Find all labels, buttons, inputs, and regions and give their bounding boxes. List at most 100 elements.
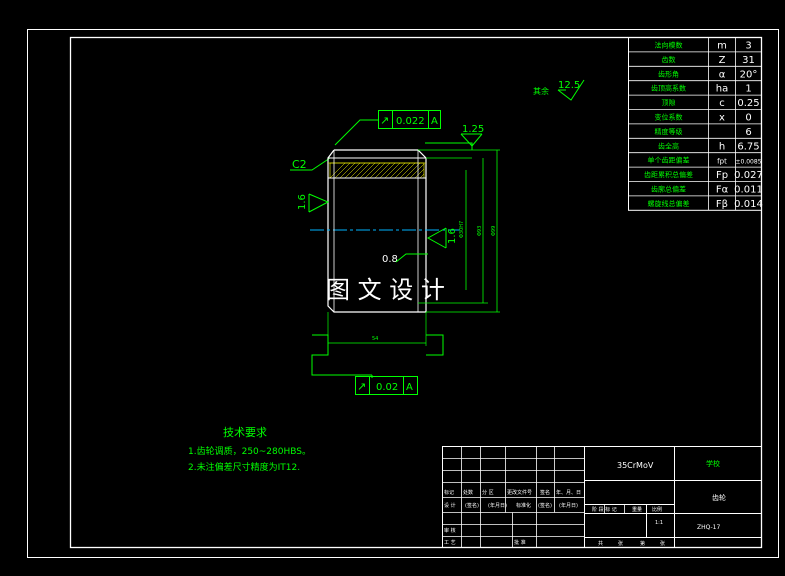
chamfer-annotation: C2 (290, 157, 331, 171)
tb-header-3: 更改文件号 (507, 489, 532, 496)
dim-outer: Φ99 (491, 226, 497, 236)
roughness-other: 其余 12.5 (533, 79, 585, 101)
tb-drawing-no: ZHQ-17 (697, 524, 720, 531)
roughness-top-value: 1.25 (462, 124, 484, 135)
gear-param-value: 0.027 (734, 170, 763, 181)
gear-param-value: 6 (745, 127, 751, 138)
roughness-top: 1.25 (425, 124, 484, 150)
gear-param-value: 31 (742, 55, 755, 66)
outer-frame (27, 29, 779, 558)
gear-param-name: 变位系数 (655, 113, 683, 122)
tech-requirements: 技术要求 1.齿轮调质，250~280HBS。 2.未注偏差尺寸精度为IT12. (188, 426, 311, 473)
watermark: 图 文 设 计 (326, 276, 445, 304)
dim-width: 54 (372, 336, 378, 342)
inner-frame (69, 36, 763, 549)
tb-header-0: 标记 (444, 489, 454, 496)
chamfer-label: C2 (292, 158, 307, 171)
gear-param-symbol: α (719, 69, 726, 80)
bore-dim-value: 0.8 (382, 254, 398, 265)
gear-param-value: 0 (745, 113, 751, 124)
tb-part-name: 齿轮 (712, 493, 726, 502)
gear-param-value: 0.011 (734, 185, 763, 196)
gear-param-name: 齿距累积总偏差 (644, 170, 693, 179)
gear-param-value: 3 (745, 41, 751, 52)
dim-inner: Φ30H7 (459, 221, 465, 238)
gear-param-name: 螺旋线总偏差 (648, 199, 690, 208)
gear-param-value: 20° (740, 69, 758, 80)
roughness-bore: 1.6 0.8 (382, 227, 458, 265)
gear-param-name: 齿形角 (658, 69, 679, 78)
tb-sheet-3: 第 (640, 540, 645, 547)
tech-item-2: 2.未注偏差尺寸精度为IT12. (188, 461, 300, 473)
tolerance-frame-top: ↗ 0.022 A (334, 110, 441, 146)
roughness-left: 1.6 (297, 193, 330, 213)
tb-designer: 设 计 (444, 502, 456, 509)
tb-sheet-1: 共 (598, 540, 603, 547)
tolerance-bottom-datum: A (406, 382, 413, 393)
roughness-other-symbol (557, 79, 585, 101)
tb-sign-4: (年月日) (559, 502, 578, 509)
tb-header-1: 处数 (463, 489, 473, 496)
tb-scale: 1:1 (655, 520, 663, 526)
gear-param-value: 0.25 (737, 98, 759, 109)
tb-sheet-2: 张 (618, 540, 623, 547)
roughness-other-value: 12.5 (558, 80, 580, 91)
dim-pitch: Φ93 (477, 226, 483, 236)
tb-stage-2: 重量 (632, 506, 642, 513)
gear-section (310, 149, 460, 313)
gear-param-symbol: ha (716, 84, 728, 95)
gear-param-symbol: Fα (716, 185, 729, 196)
tb-sign-1: (年月日) (488, 502, 507, 509)
gear-param-symbol: fpt (717, 158, 727, 166)
tb-process: 工 艺 (444, 540, 456, 546)
tb-header-4: 签名 (540, 489, 550, 496)
gear-param-name: 精度等级 (655, 127, 683, 136)
width-dimension: 54 (311, 312, 444, 378)
roughness-bore-value: 1.6 (447, 228, 458, 244)
tb-stage-3: 比例 (652, 506, 662, 513)
tb-header-2: 分 区 (482, 489, 494, 496)
title-block: 35CrMoV 学校 齿轮 ZHQ-17 1:1 阶 段 标 记 重量 比例 共… (442, 446, 762, 548)
hatch-lines (330, 163, 424, 178)
tolerance-top-value: 0.022 (396, 116, 425, 127)
tolerance-frame-bottom: ↗ 0.02 A (355, 376, 418, 395)
tech-item-1: 1.齿轮调质，250~280HBS。 (188, 445, 311, 457)
tolerance-top-datum: A (431, 116, 438, 127)
gear-param-symbol: c (719, 98, 725, 109)
gear-param-value: 6.75 (737, 141, 759, 152)
gear-param-name: 齿廓总偏差 (651, 185, 686, 194)
tb-approve: 批 准 (514, 539, 526, 546)
gear-param-name: 顶隙 (662, 98, 676, 107)
tb-sign-0: (签名) (465, 502, 479, 509)
gear-param-name: 齿顶高系数 (651, 84, 686, 93)
gear-param-symbol: Z (719, 55, 726, 66)
gear-param-name: 齿全高 (658, 141, 679, 150)
gear-param-name: 齿数 (662, 55, 676, 64)
gear-param-value: ±0.0085 (735, 159, 761, 166)
tech-title: 技术要求 (223, 426, 267, 439)
tolerance-bottom-value: 0.02 (376, 382, 398, 393)
diameter-dimensions: Φ30H7 Φ93 Φ99 (418, 149, 500, 313)
gear-param-symbol: m (717, 41, 727, 52)
gear-param-symbol: Fp (716, 170, 728, 181)
gear-param-symbol: x (719, 113, 725, 124)
gear-param-name: 法向模数 (655, 41, 683, 50)
roughness-left-value: 1.6 (297, 194, 308, 210)
title-block-grid (442, 446, 625, 548)
gear-param-symbol: h (719, 141, 725, 152)
tb-material: 35CrMoV (617, 461, 654, 470)
tb-stage-1: 阶 段 标 记 (592, 506, 617, 513)
gear-param-value: 0.014 (734, 199, 763, 210)
tb-school: 学校 (706, 459, 720, 468)
gear-param-value: 1 (745, 84, 751, 95)
gear-parameter-table: 法向模数 m 3 齿数 Z 31 齿形角 α 20° 齿顶高系数 ha 1 顶隙 c 0.25 变位系数 x 0 精… (628, 37, 763, 211)
tb-sign-2: 标准化 (516, 502, 531, 509)
tolerance-bottom-symbol: ↗ (357, 380, 366, 393)
tb-sign-3: (签名) (538, 502, 552, 509)
tb-sheet-4: 张 (660, 540, 665, 547)
gear-param-name: 单个齿距偏差 (648, 156, 690, 165)
tolerance-top-symbol: ↗ (380, 114, 389, 127)
roughness-other-label: 其余 (533, 86, 549, 96)
tb-reviewer: 审 核 (444, 527, 456, 534)
